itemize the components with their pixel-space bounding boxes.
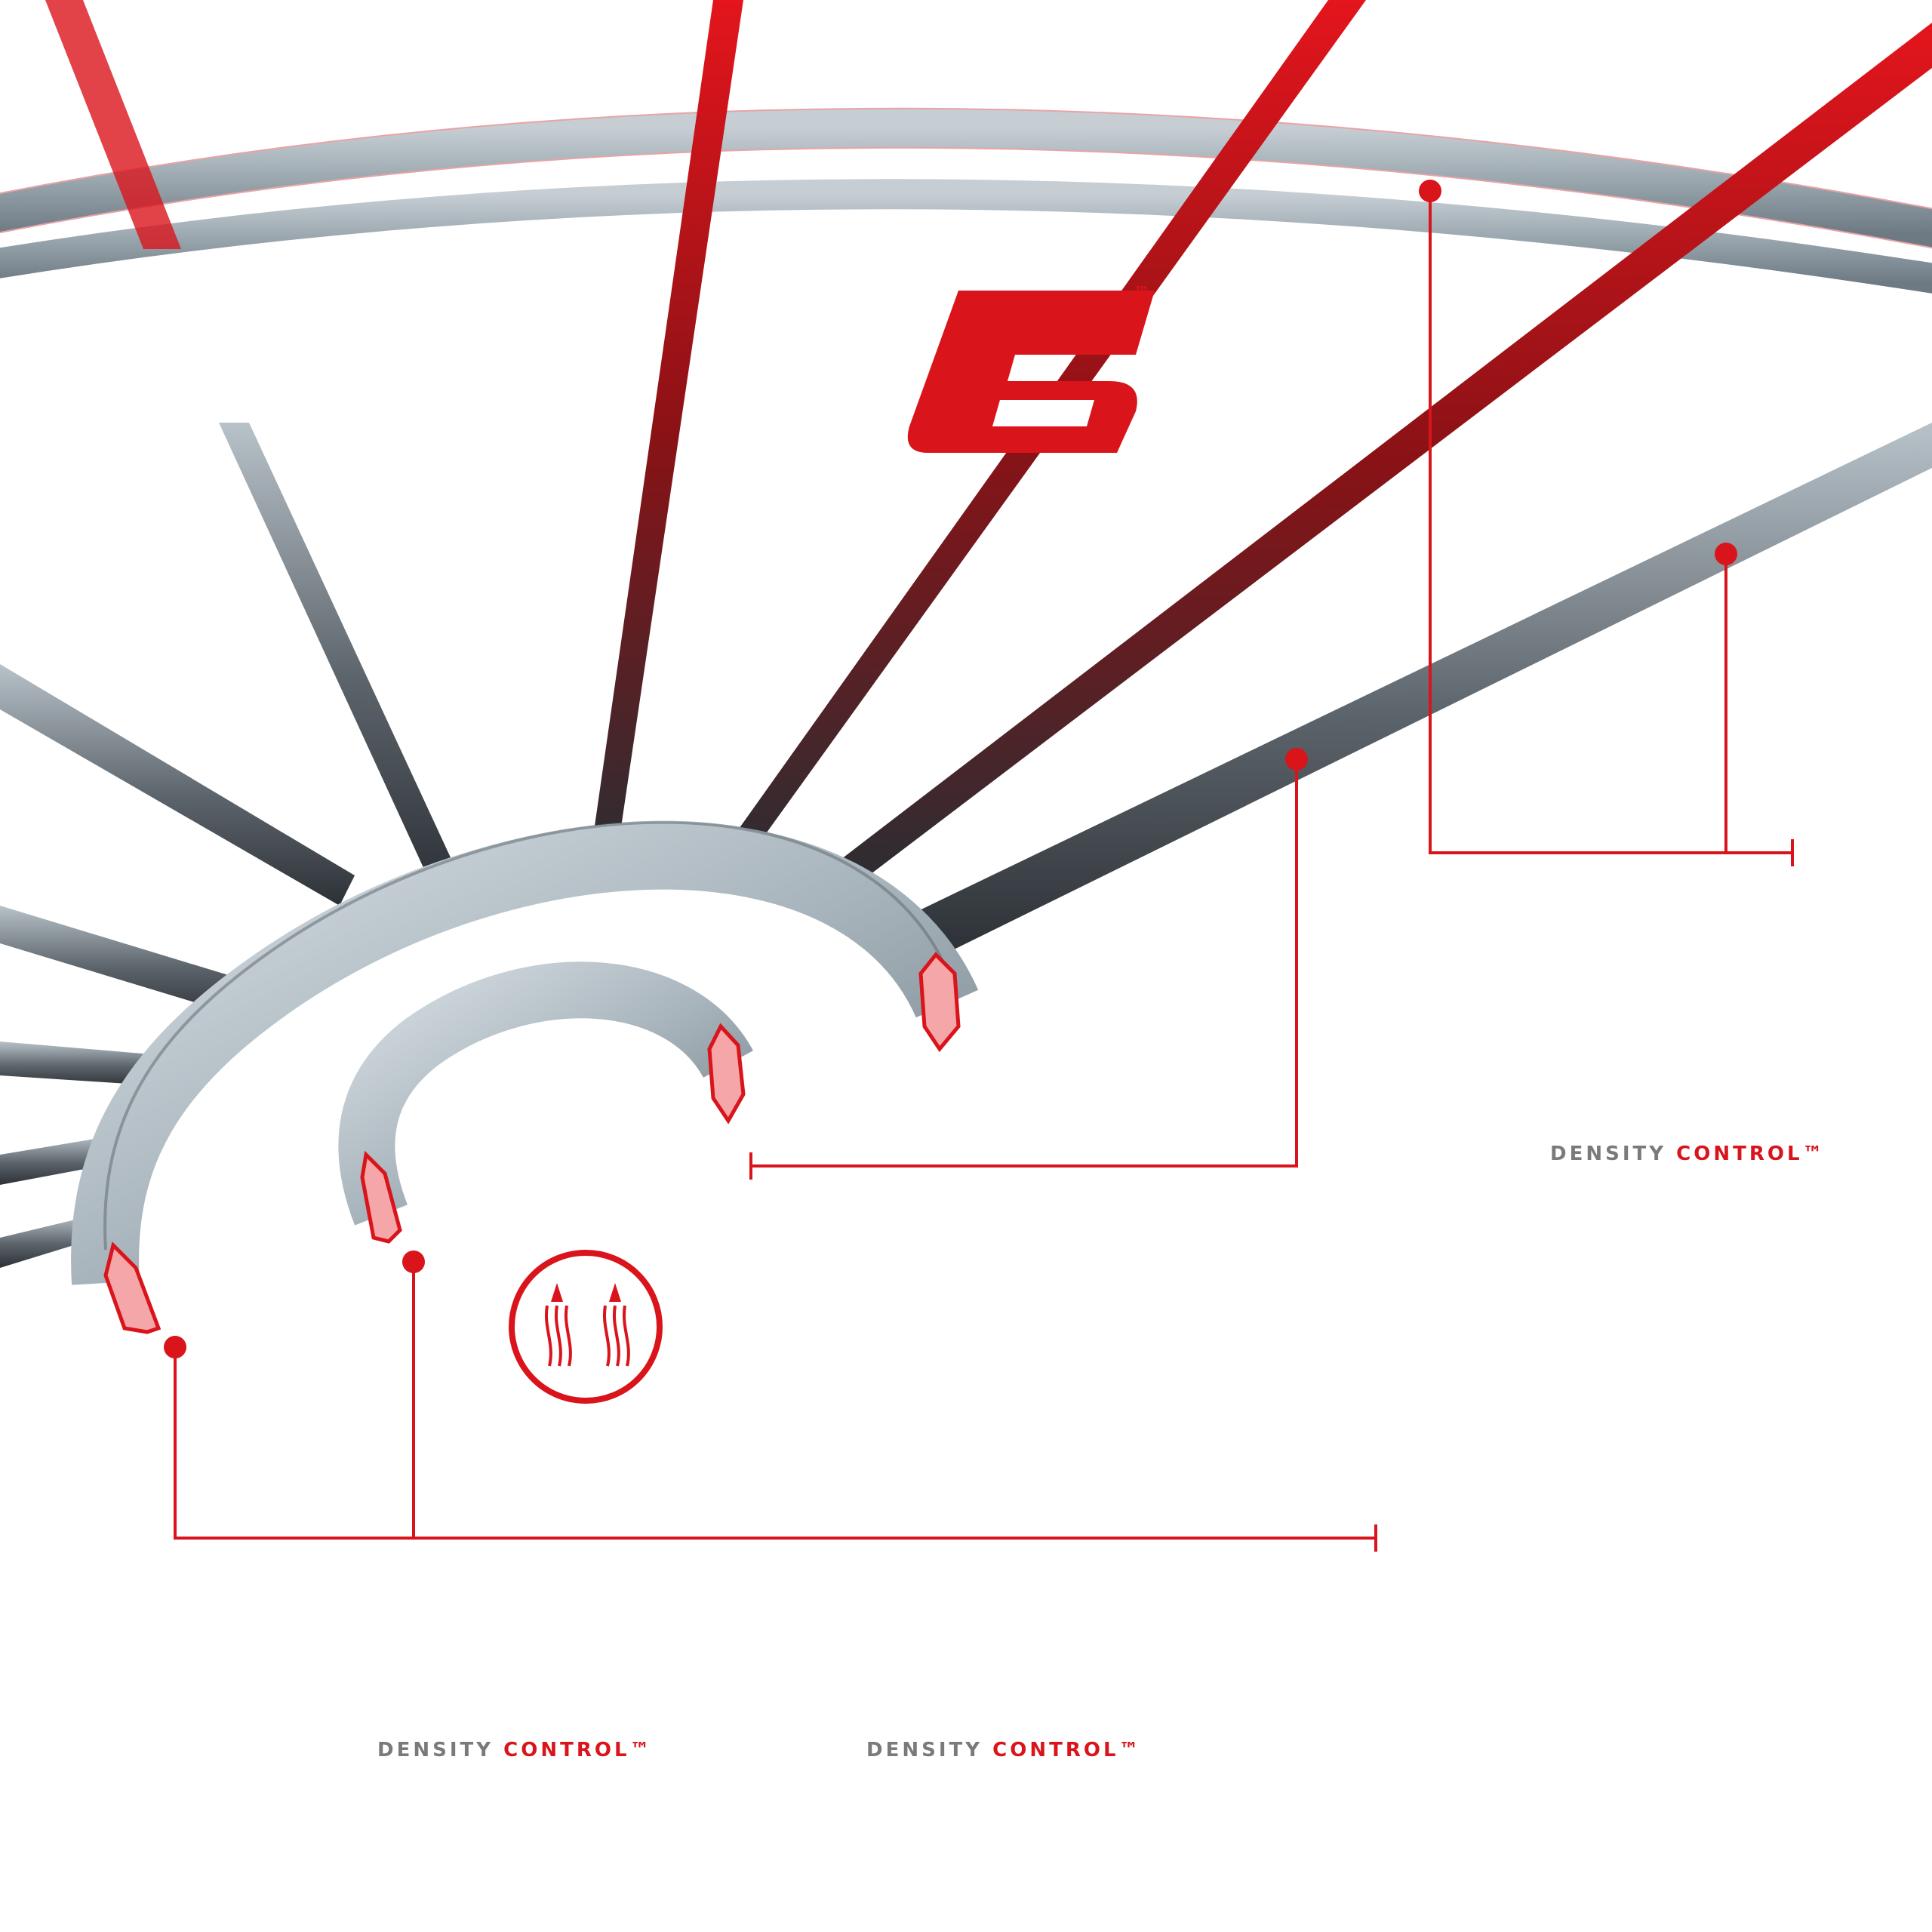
density-control-label-bottom-left: DENSITY CONTROL™: [377, 1740, 653, 1760]
inner-bull-ring: [338, 961, 753, 1244]
callout-marker-icon: [1419, 180, 1441, 202]
label-word-control: CONTROL™: [503, 1739, 653, 1761]
callout-marker-icon: [402, 1251, 425, 1273]
callout-marker-icon: [1715, 543, 1737, 565]
fibre-direction-icon: [509, 1250, 663, 1404]
label-word-density: DENSITY: [377, 1739, 494, 1761]
outer-bull-ring: [71, 820, 979, 1334]
badge-trademark: ™: [1134, 284, 1150, 303]
density-control-label-right: DENSITY CONTROL™: [1550, 1144, 1826, 1164]
label-word-density: DENSITY: [866, 1739, 983, 1761]
outer-ring-end-cap-left: [103, 1241, 162, 1334]
density-control-label-bottom-mid: DENSITY CONTROL™: [866, 1740, 1142, 1760]
callout-marker-icon: [1285, 748, 1308, 771]
callout-lines: [174, 191, 1794, 1552]
outer-ring-end-cap-right: [918, 952, 961, 1053]
callout-marker-icon: [164, 1336, 186, 1358]
inner-ring-end-cap-right: [707, 1023, 746, 1124]
label-word-control: CONTROL™: [1676, 1143, 1826, 1165]
callout-markers: [164, 180, 1737, 1358]
label-word-density: DENSITY: [1550, 1143, 1667, 1165]
inner-ring-end-cap-left: [360, 1150, 402, 1244]
label-word-control: CONTROL™: [992, 1739, 1142, 1761]
outer-double-ring: [0, 107, 1932, 294]
model-badge-6: [907, 291, 1155, 453]
